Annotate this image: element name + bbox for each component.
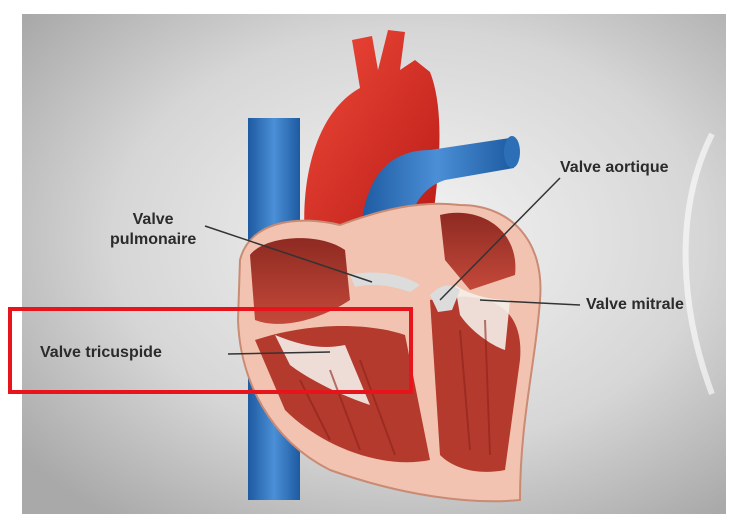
label-valve-pulmonaire-line1: Valve bbox=[110, 210, 196, 230]
label-valve-aortique: Valve aortique bbox=[560, 158, 669, 178]
highlight-box bbox=[8, 307, 413, 394]
label-valve-pulmonaire-line2: pulmonaire bbox=[110, 230, 196, 250]
label-valve-mitrale: Valve mitrale bbox=[586, 295, 684, 315]
label-valve-pulmonaire: Valve pulmonaire bbox=[110, 210, 196, 250]
